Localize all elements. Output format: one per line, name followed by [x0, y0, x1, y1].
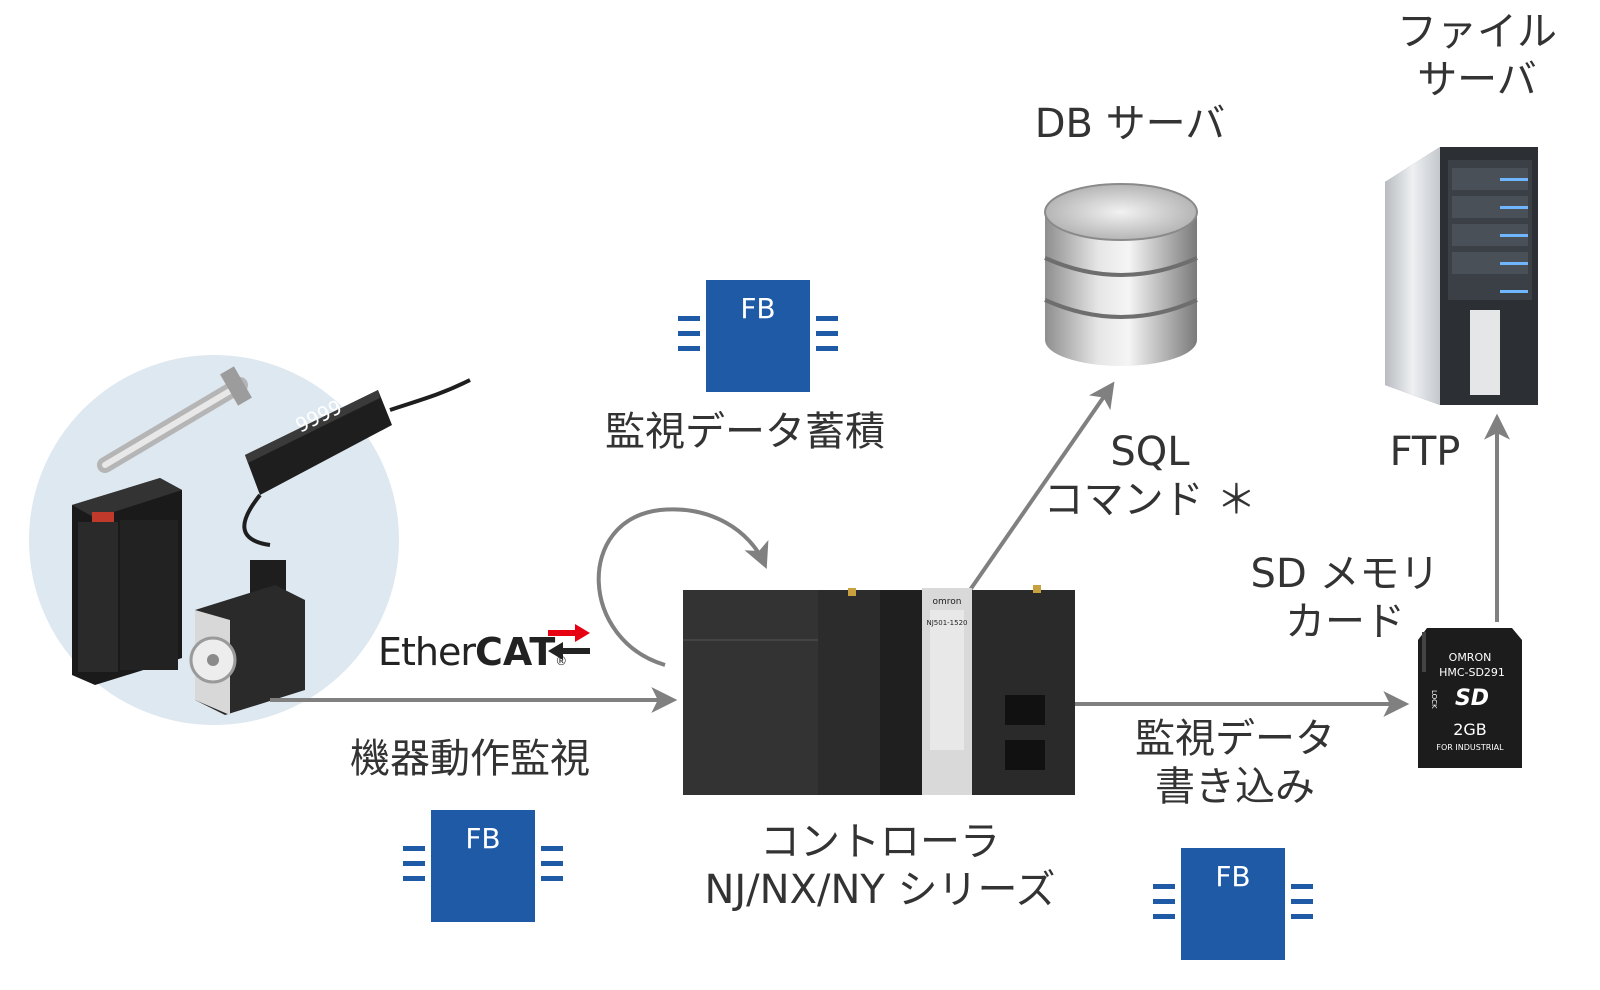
- fb-label: FB: [1215, 860, 1251, 893]
- fb-label: FB: [465, 822, 501, 855]
- sd-capacity: 2GB: [1453, 720, 1487, 739]
- sql-label-line1: SQL: [1110, 429, 1190, 475]
- controller-label: コントローラ NJ/NX/NY シリーズ: [670, 818, 1090, 914]
- fb-chip: FB: [1181, 848, 1285, 960]
- db-server-label: DB サーバ: [1034, 101, 1226, 147]
- ftp-label: FTP: [1389, 429, 1461, 475]
- ethercat-logo-part1: Ether: [378, 630, 476, 674]
- ethercat-registered-mark: ®: [555, 654, 568, 668]
- fb-pins-left: [678, 316, 700, 356]
- sd-card-label: SD メモリ カード: [1240, 550, 1450, 646]
- controller-icon: omron NJ501-1520: [683, 585, 1075, 795]
- fb-block-accumulate: FB: [678, 280, 838, 392]
- sd-logo: SD: [1455, 686, 1489, 711]
- sd-card-icon: OMRON HMC-SD291 SD 2GB FOR INDUSTRIAL LO…: [1418, 628, 1522, 768]
- sd-card-label-line1: SD メモリ: [1250, 551, 1440, 597]
- arrow-controller-to-db: [968, 381, 1115, 592]
- file-server-icon: [1385, 147, 1538, 405]
- fb-chip: FB: [431, 810, 535, 922]
- sd-model: HMC-SD291: [1439, 666, 1505, 679]
- sd-brand: OMRON: [1449, 651, 1492, 664]
- file-server-label: ファイル サーバ: [1392, 8, 1562, 104]
- controller-model: NJ501-1520: [926, 619, 967, 627]
- controller-brand: omron: [933, 597, 962, 607]
- database-icon: [1044, 183, 1198, 366]
- ethercat-arrow-icon: [548, 624, 590, 660]
- monitor-write-label-line2: 書き込み: [1155, 764, 1315, 810]
- file-server-label-line1: ファイル: [1397, 9, 1557, 55]
- field-devices: 9999: [29, 355, 471, 725]
- fb-pins-right: [816, 316, 838, 356]
- ethercat-logo: EtherCAT®: [378, 630, 567, 678]
- fb-block-device-monitor: FB: [403, 810, 563, 922]
- air-cylinder-icon: [97, 366, 252, 473]
- servo-drive-icon: [72, 478, 182, 685]
- file-server-label-line2: サーバ: [1417, 57, 1537, 103]
- device-monitor-label: 機器動作監視: [350, 736, 590, 782]
- monitor-write-label-line1: 監視データ: [1135, 716, 1335, 762]
- fb-pins-right: [1291, 884, 1313, 924]
- monitor-write-label: 監視データ 書き込み: [1115, 715, 1355, 811]
- fb-block-write: FB: [1153, 848, 1313, 960]
- sd-note: FOR INDUSTRIAL: [1436, 743, 1504, 752]
- sql-label-line2: コマンド ＊: [1043, 477, 1257, 523]
- monitor-accumulate-label: 監視データ蓄積: [605, 409, 885, 455]
- fb-pins-right: [541, 846, 563, 886]
- servo-motor-icon: [189, 560, 305, 715]
- sd-card-label-line2: カード: [1285, 599, 1405, 645]
- fiber-sensor-icon: 9999: [242, 378, 471, 547]
- fb-chip: FB: [706, 280, 810, 392]
- controller-label-line1: コントローラ: [760, 819, 1000, 865]
- sql-command-label: SQL コマンド ＊: [1040, 428, 1260, 524]
- fb-label: FB: [740, 292, 776, 325]
- fb-pins-left: [1153, 884, 1175, 924]
- sd-lock: LOCK: [1430, 690, 1438, 709]
- ethercat-logo-part2: CAT: [475, 630, 556, 674]
- controller-label-line2: NJ/NX/NY シリーズ: [704, 867, 1056, 913]
- fb-pins-left: [403, 846, 425, 886]
- arrow-loop-accumulate: [596, 507, 769, 667]
